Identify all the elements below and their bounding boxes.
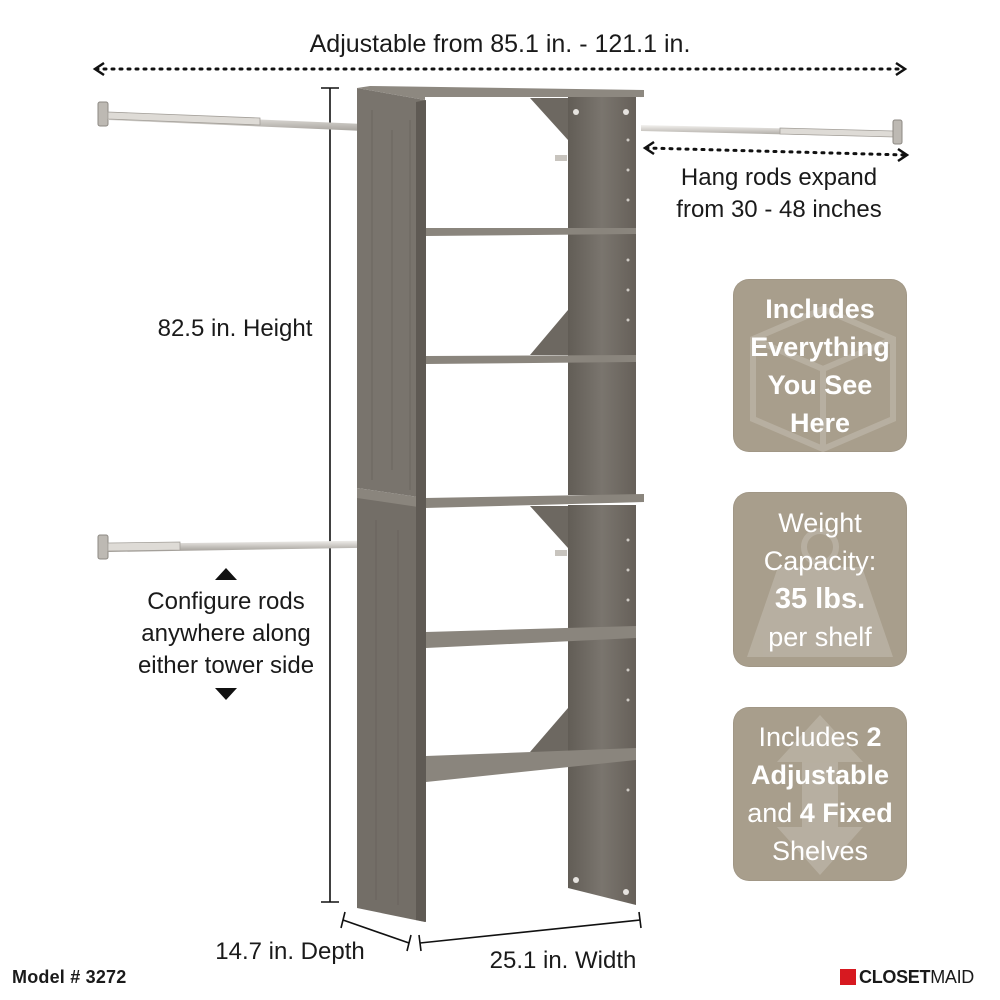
width-label: 25.1 in. Width [489, 947, 637, 974]
shelves-word4: Shelves [771, 836, 869, 866]
configure-line2: anywhere along [141, 620, 311, 647]
shelves-badge: Includes 2 Adjustable and 4 Fixed Shelve… [733, 707, 907, 881]
closet-tower [357, 86, 644, 922]
height-label: 82.5 in. Height [157, 315, 313, 342]
includes-everything-badge: Includes Everything You See Here [733, 279, 907, 452]
right-upper-rod [641, 119, 903, 145]
weight-line1: Weight [778, 508, 862, 538]
configure-line1: Configure rods [147, 588, 305, 615]
fixed-count: 4 Fixed [799, 798, 893, 828]
width-dimension-line [419, 919, 641, 944]
configure-line3: either tower side [137, 652, 315, 679]
rod-expand-note: Hang rods expand from 30 - 48 inches [644, 162, 914, 227]
box-icon [750, 305, 896, 452]
depth-label: 14.7 in. Depth [215, 938, 365, 965]
rod-dimension-line [644, 146, 908, 157]
includes-line3: You See [767, 370, 873, 400]
weight-value: 35 lbs. [774, 583, 866, 615]
model-number: Model # 3272 [12, 967, 127, 987]
adjustable-count: 2 [866, 722, 882, 752]
weight-icon [747, 528, 893, 657]
shelves-and: and [747, 798, 793, 828]
weight-line4: per shelf [768, 622, 872, 652]
weight-capacity-badge: Weight Capacity: 35 lbs. per shelf [733, 492, 907, 667]
includes-line4: Here [789, 408, 851, 438]
brand-square-icon [840, 969, 856, 985]
weight-line2: Capacity: [763, 546, 877, 576]
brand-bold: CLOSET [859, 967, 931, 987]
arrow-down-icon [215, 688, 237, 700]
rod-note-line1: Hang rods expand [680, 164, 878, 191]
includes-line2: Everything [750, 332, 890, 362]
brand-logo: CLOSETMAID [840, 967, 974, 988]
arrow-up-icon [215, 568, 237, 580]
rod-note-line2: from 30 - 48 inches [676, 196, 882, 224]
brand-light: MAID [930, 967, 975, 987]
shelves-word1: Includes [758, 722, 860, 752]
includes-line1: Includes [765, 294, 875, 324]
adjustable-width-label: Adjustable from 85.1 in. - 121.1 in. [309, 30, 691, 58]
depth-dimension-line [342, 919, 410, 944]
shelves-adjustable: Adjustable [750, 760, 890, 790]
up-down-arrows-icon [777, 715, 863, 875]
configure-rods-note: Configure rods anywhere along either tow… [120, 586, 332, 682]
